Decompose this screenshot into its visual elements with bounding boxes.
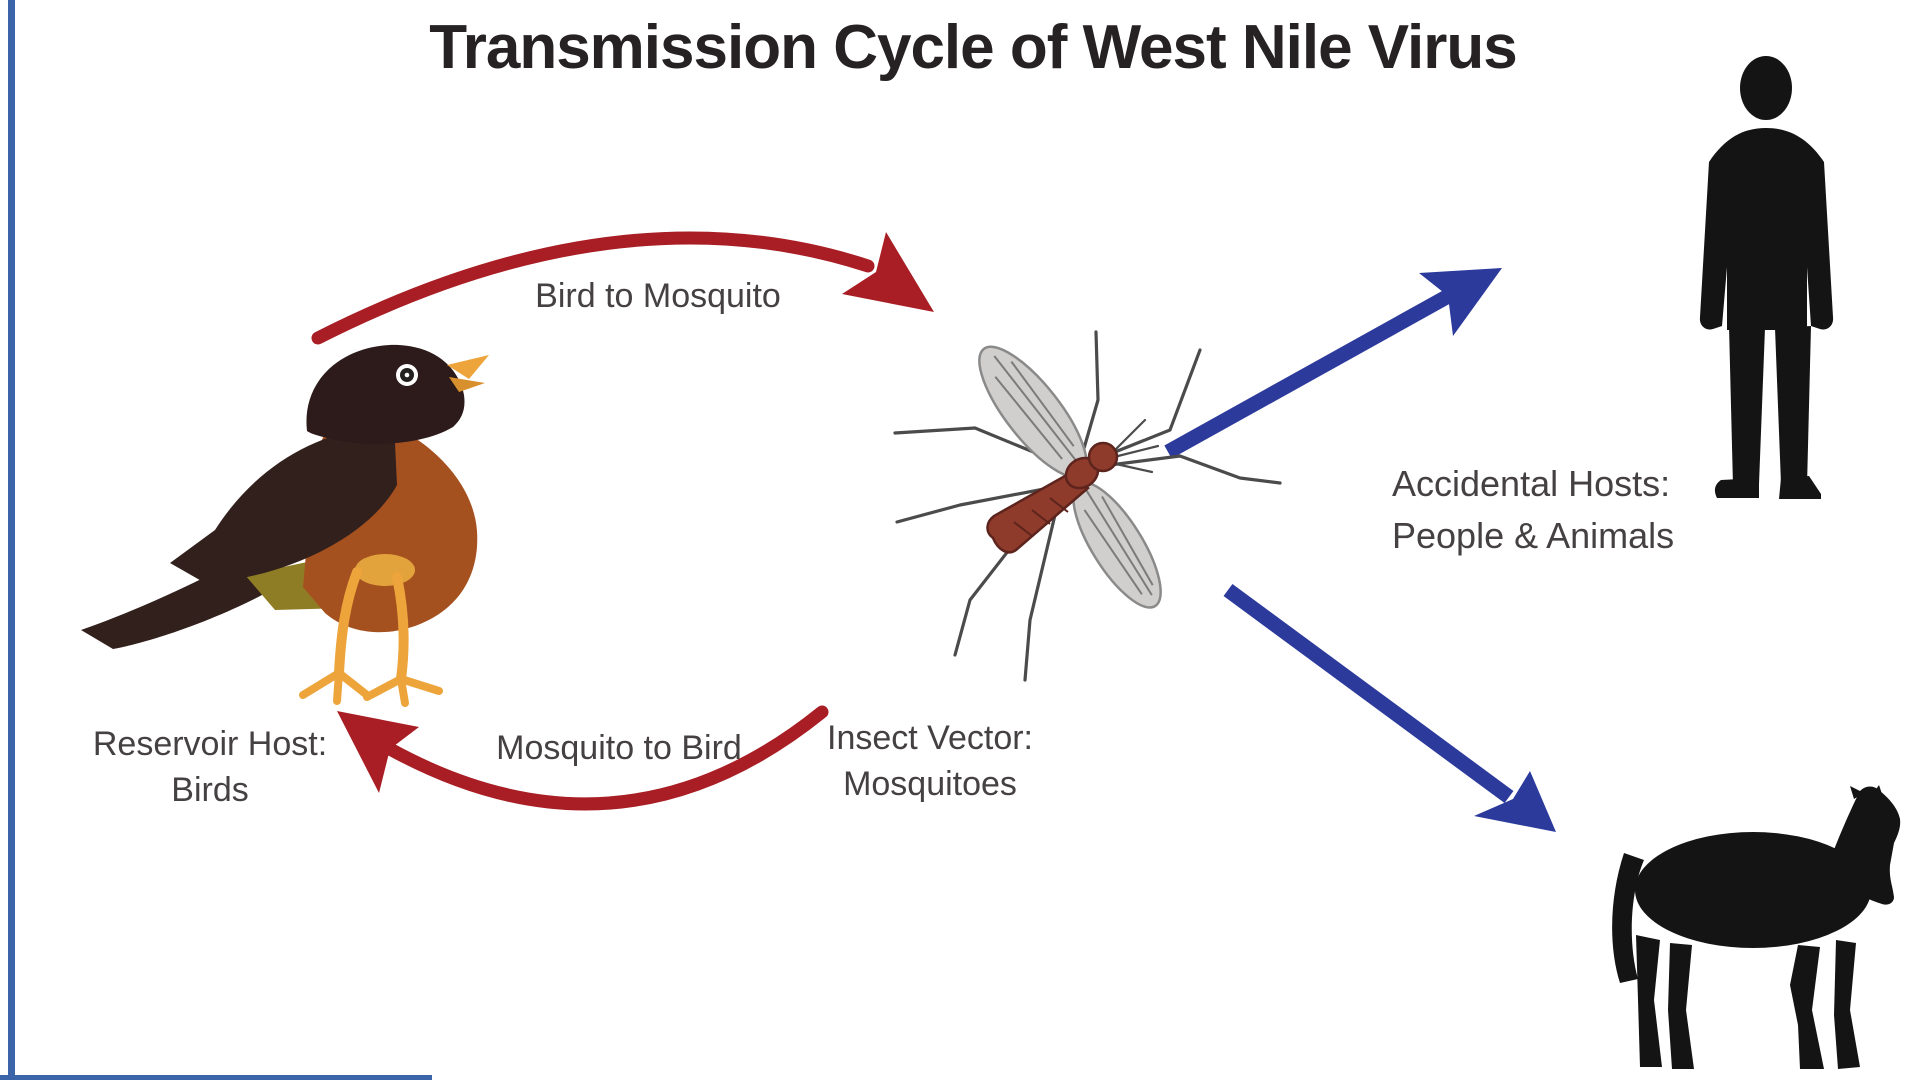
label-reservoir-host: Reservoir Host: Birds <box>60 722 360 813</box>
accidental-line2: People & Animals <box>1392 515 1675 557</box>
reservoir-line2: Birds <box>171 770 249 809</box>
bird-feet <box>299 669 443 707</box>
accidental-line1: Accidental Hosts: <box>1392 463 1671 504</box>
vector-line2: Mosquitoes <box>843 764 1017 803</box>
label-bird-to-mosquito: Bird to Mosquito <box>535 277 781 315</box>
bird-beak-lower <box>449 377 485 392</box>
bird-eye <box>396 364 418 386</box>
reservoir-line1: Reservoir Host: <box>92 725 328 763</box>
horse-body <box>1635 832 1871 948</box>
mosquito-body <box>986 441 1119 554</box>
bird-wing <box>170 427 397 583</box>
bird-thigh <box>355 554 415 586</box>
label-accidental-hosts: Accidental Hosts: People & Animals <box>1392 458 1722 562</box>
label-mosquito-to-bird: Mosquito to Bird <box>496 729 742 767</box>
mosquito-illustration <box>893 330 1282 682</box>
horse-ear <box>1872 785 1883 797</box>
horse-neck-head <box>1823 786 1901 905</box>
left-border-line <box>8 0 15 1080</box>
bird-head <box>306 344 465 445</box>
diagram-title: Transmission Cycle of West Nile Virus <box>429 13 1517 82</box>
robin-bird-illustration <box>81 344 489 707</box>
mosquito-head <box>1087 441 1119 473</box>
bird-legs <box>334 567 409 684</box>
label-insect-vector: Insect Vector: Mosquitoes <box>780 716 1080 807</box>
bird-beak-upper <box>447 355 489 379</box>
horse-silhouette <box>1612 785 1901 1069</box>
arrow-mosquito-to-person <box>1164 268 1502 459</box>
mosquito-legs <box>893 330 1282 682</box>
bird-tail <box>81 565 273 649</box>
arrow-mosquito-to-bird <box>337 705 829 811</box>
person-silhouette <box>1699 56 1834 499</box>
horse-ear <box>1850 786 1864 799</box>
arrow-mosquito-to-horse <box>1223 583 1556 832</box>
arrow-bird-to-mosquito <box>311 231 934 345</box>
vector-line1: Insect Vector: <box>827 719 1033 757</box>
bottom-border-line <box>0 1075 432 1080</box>
